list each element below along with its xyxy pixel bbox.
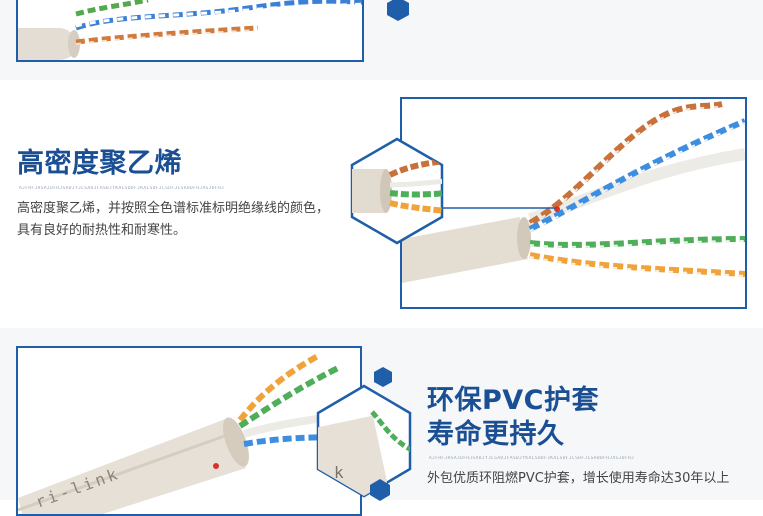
- section-description: 高密度聚乙烯，并按照全色谱标准标明绝缘线的颜色，具有良好的耐热性和耐寒性。: [17, 201, 330, 238]
- decorative-subline: AJFHFJHSAJDFHJSADJYJLSADJFASDJYKALSDDFJK…: [19, 186, 225, 191]
- cable-photo-top: [16, 0, 364, 62]
- hex-bullet-icon: [370, 479, 390, 501]
- section-pvc: ri-link k 环保PVC护套 寿命更持久 AJFHFJHSAJDFHJSA…: [0, 328, 763, 516]
- cable-photo-hdpe: [400, 97, 747, 309]
- decorative-subline: AJFHFJHSAJDFHJSADJYJLSADJFASDJYKALSDDFJK…: [429, 456, 635, 461]
- cable-photo-pvc: ri-link: [16, 346, 362, 516]
- section-hdpe: 高密度聚乙烯 AJFHFJHSAJDFHJSADJYJLSADJFASDJYKA…: [0, 80, 763, 328]
- magnify-hexagon: [350, 137, 444, 245]
- section-top: [0, 0, 763, 80]
- section-description: 外包优质环阻燃PVC护套，增长使用寿命达30年以上: [427, 471, 730, 486]
- callout-connector: [440, 207, 556, 209]
- hex-bullet-icon: [387, 0, 409, 21]
- svg-text:k: k: [334, 463, 344, 482]
- magnify-hexagon: k: [316, 384, 412, 498]
- section-heading: 环保PVC护套 寿命更持久: [427, 385, 599, 450]
- section-heading: 高密度聚乙烯: [17, 148, 182, 179]
- hex-bullet-icon: [374, 367, 392, 387]
